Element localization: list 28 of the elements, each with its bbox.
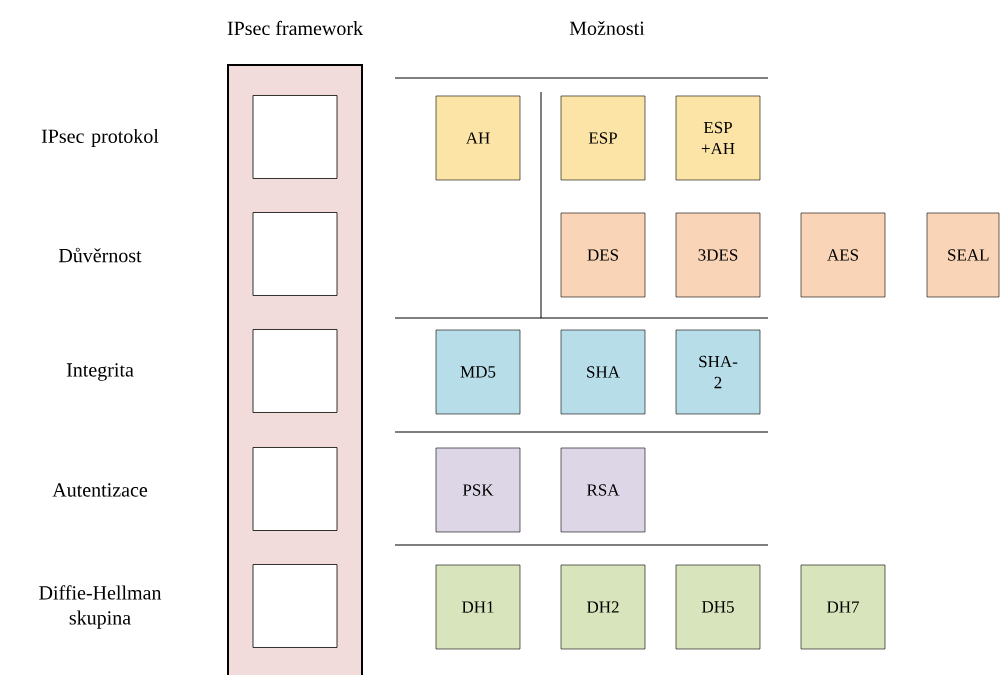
empty-box	[252, 329, 338, 413]
row-label: IPsec protokol	[41, 128, 159, 148]
option-box: AH	[435, 95, 521, 181]
row-label: Autentizace	[52, 483, 148, 497]
row-label: Integrita	[66, 363, 134, 381]
option-box: DH7	[800, 564, 886, 650]
option-box: SEAL	[926, 212, 1000, 298]
option-box: 3DES	[675, 212, 761, 298]
option-box: MD5	[435, 329, 521, 415]
column-heading: IPsec framework	[227, 20, 364, 36]
empty-box	[252, 564, 338, 648]
option-box: SHA- 2	[675, 329, 761, 415]
row-label: Diffie-Hellman skupina	[39, 585, 162, 629]
option-box: DH2	[560, 564, 646, 650]
option-box: DH1	[435, 564, 521, 650]
row-label: Důvěrnost	[58, 247, 142, 263]
empty-box	[252, 447, 338, 531]
option-box: ESP +AH	[675, 95, 761, 181]
empty-box	[252, 95, 338, 179]
option-box: PSK	[435, 447, 521, 533]
option-box: RSA	[560, 447, 646, 533]
option-box: DES	[560, 212, 646, 298]
option-box: DH5	[675, 564, 761, 650]
column-heading: Možnosti	[569, 20, 645, 36]
option-box: AES	[800, 212, 886, 298]
option-box: ESP	[560, 95, 646, 181]
empty-box	[252, 212, 338, 296]
option-box: SHA	[560, 329, 646, 415]
